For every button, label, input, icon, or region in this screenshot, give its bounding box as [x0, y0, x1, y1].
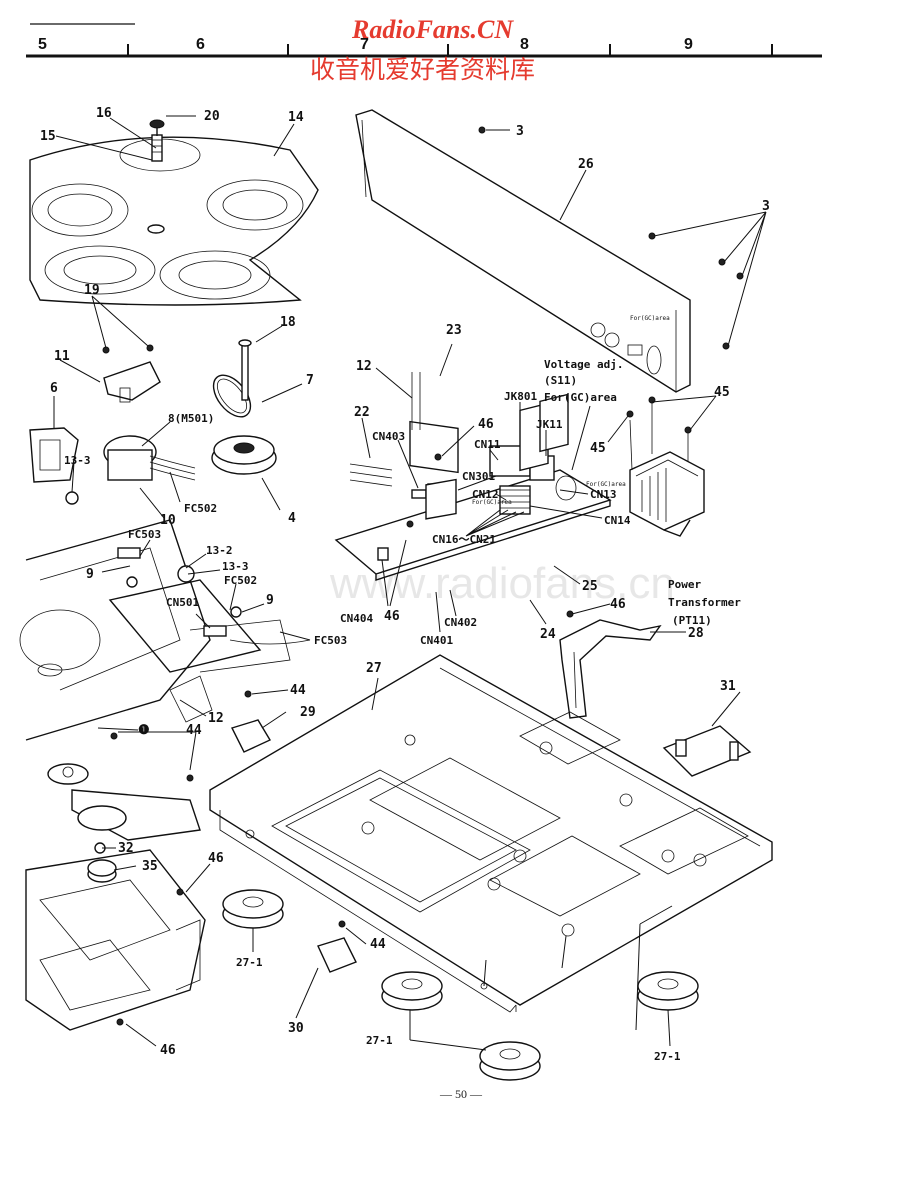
- label-44-a: 44: [290, 683, 306, 698]
- label-25: 25: [582, 579, 598, 594]
- label-9-a: 9: [86, 567, 94, 582]
- watermark-ghost: www.radiofans.cn: [329, 559, 675, 608]
- label-23: 23: [446, 323, 462, 338]
- label-circle-1: ❶: [138, 723, 150, 738]
- label-30: 30: [288, 1021, 304, 1036]
- label-6: 6: [50, 381, 58, 396]
- rear-panel-illustration: For(GC)area: [355, 109, 744, 393]
- label-35: 35: [142, 859, 158, 874]
- label-cn403: CN403: [372, 430, 405, 443]
- grid-label-9: 9: [684, 36, 693, 53]
- label-44-c: 44: [370, 937, 386, 952]
- label-27-1-b: 27-1: [366, 1034, 393, 1047]
- page-number: — 50 —: [439, 1087, 483, 1101]
- grid-label-7: 7: [360, 36, 369, 53]
- gc-area-note-a: For(GC)area: [630, 315, 670, 322]
- label-22: 22: [354, 405, 370, 420]
- label-cn501: CN501: [166, 596, 199, 609]
- label-13-3-b: 13-3: [222, 560, 249, 573]
- loader-mechanism-illustration: [19, 519, 311, 741]
- bottom-chassis-illustration: [209, 654, 773, 1013]
- label-cn12: CN12: [472, 488, 499, 501]
- label-46-d: 46: [208, 851, 224, 866]
- label-3-right: 3: [762, 199, 770, 214]
- gc-area-note-b: For(GC)area: [586, 481, 626, 488]
- label-cn14: CN14: [604, 514, 631, 527]
- gc-area-note-c: For(GC)area: [472, 499, 512, 506]
- main-pcb-illustration: For(GC)area For(GC)area: [334, 372, 626, 581]
- label-29: 29: [300, 705, 316, 720]
- label-44-b: 44: [186, 723, 202, 738]
- label-s11: (S11): [544, 374, 577, 387]
- label-32: 32: [118, 841, 134, 856]
- label-45-a: 45: [714, 385, 730, 400]
- label-transformer: Transformer: [668, 596, 741, 609]
- label-cn13: CN13: [590, 488, 617, 501]
- label-cn402: CN402: [444, 616, 477, 629]
- label-28: 28: [688, 626, 704, 641]
- label-9-b: 9: [266, 593, 274, 608]
- label-4: 4: [288, 511, 296, 526]
- part-labels: 16 20 15 14 3 26 3 19 18 7 11 6 8(M501) …: [40, 106, 770, 1063]
- label-power: Power: [668, 578, 701, 591]
- label-13-3-a: 13-3: [64, 454, 91, 467]
- grid-label-5: 5: [38, 36, 47, 53]
- grid-label-6: 6: [196, 36, 205, 53]
- disc-tray-illustration: [29, 119, 319, 306]
- label-45-b: 45: [590, 441, 606, 456]
- label-7: 7: [306, 373, 314, 388]
- bracket-illustration: [559, 610, 662, 719]
- label-fc502-b: FC502: [224, 574, 257, 587]
- label-cn11: CN11: [474, 438, 501, 451]
- label-11: 11: [54, 349, 70, 364]
- label-cn404: CN404: [340, 612, 373, 625]
- feet-illustration: [222, 889, 699, 1081]
- watermark-site-cn: 收音机爱好者资料库: [310, 55, 535, 84]
- label-pt11: (PT11): [672, 614, 712, 627]
- label-jk801: JK801: [504, 390, 537, 403]
- switch-parts-illustration: [231, 690, 752, 973]
- motor-assembly-illustration: [29, 339, 277, 505]
- label-8-m501: 8(M501): [168, 412, 214, 425]
- grid-ruler: 5 6 7 8 9: [26, 23, 822, 58]
- label-for-gc-area: For(GC)area: [544, 391, 617, 404]
- label-46-c: 46: [610, 597, 626, 612]
- label-46-a: 46: [478, 417, 494, 432]
- label-fc502-a: FC502: [184, 502, 217, 515]
- label-27: 27: [366, 661, 382, 676]
- leader-lines: [53, 115, 767, 1051]
- label-fc503-b: FC503: [314, 634, 347, 647]
- label-cn16-cn21: CN16～CN21: [432, 533, 496, 546]
- label-cn401: CN401: [420, 634, 453, 647]
- label-46-b: 46: [384, 609, 400, 624]
- label-13-2: 13-2: [206, 544, 233, 557]
- label-27-1-a: 27-1: [236, 956, 263, 969]
- label-10: 10: [160, 513, 176, 528]
- label-fc503-a: FC503: [128, 528, 161, 541]
- label-24: 24: [540, 627, 556, 642]
- label-26: 26: [578, 157, 594, 172]
- label-12-b: 12: [356, 359, 372, 374]
- label-14: 14: [288, 110, 304, 125]
- label-12-a: 12: [208, 711, 224, 726]
- label-16: 16: [96, 106, 112, 121]
- label-18: 18: [280, 315, 296, 330]
- label-cn301: CN301: [462, 470, 495, 483]
- power-transformer-illustration: [626, 396, 705, 537]
- cd-mechanism-illustration: [25, 732, 206, 1031]
- label-19: 19: [84, 283, 100, 298]
- label-46-e: 46: [160, 1043, 176, 1058]
- grid-label-8: 8: [520, 36, 529, 53]
- label-jk11: JK11: [536, 418, 563, 431]
- label-27-1-c: 27-1: [654, 1050, 681, 1063]
- label-3-top: 3: [516, 124, 524, 139]
- watermark-site: RadioFans.CN: [351, 15, 514, 44]
- label-voltage-adj: Voltage adj.: [544, 358, 623, 371]
- label-20: 20: [204, 109, 220, 124]
- label-15: 15: [40, 129, 56, 144]
- label-31: 31: [720, 679, 736, 694]
